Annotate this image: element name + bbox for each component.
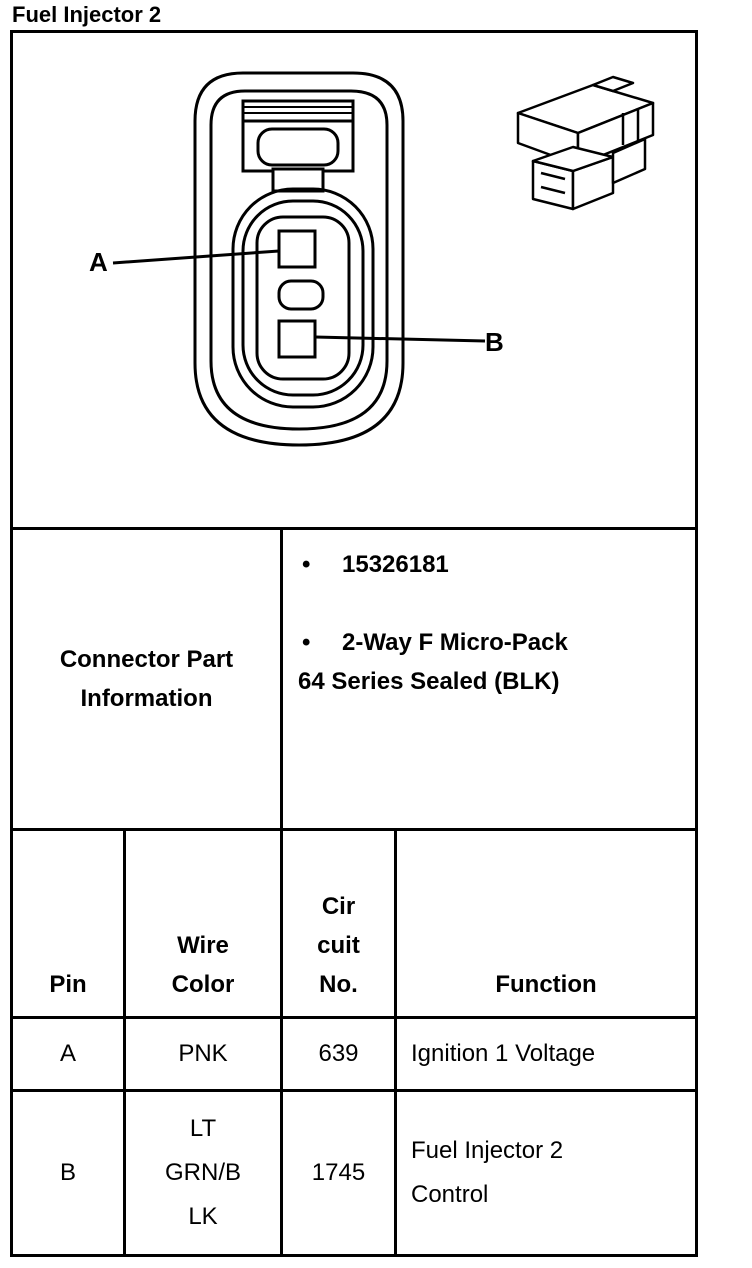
part-description-item: •2-Way F Micro-Pack [302, 629, 568, 656]
header-pin: Pin [49, 971, 87, 998]
part-number: 15326181 [342, 551, 449, 578]
seal-ring-middle [241, 199, 365, 397]
divider-row-a [13, 1089, 695, 1092]
pin-a-label: A [89, 247, 108, 277]
seal-ring-inner [255, 215, 351, 381]
row-a-pin: A [59, 1040, 76, 1067]
pin-b-cavity [277, 319, 317, 359]
divider-drawing [13, 527, 695, 530]
row-b-circuit: 1745 [311, 1159, 366, 1186]
row-a-function: Ignition 1 Voltage [411, 1040, 596, 1067]
row-b-function: Fuel Injector 2 Control [411, 1137, 564, 1208]
connector-sheet: A B Connector Part Information [10, 30, 698, 1257]
latch-top-band [241, 99, 355, 123]
page-title: Fuel Injector 2 [12, 2, 162, 27]
header-circuit-no: Cir cuit No. [317, 893, 360, 998]
connector-part-details: •15326181 •2-Way F Micro-Pack 64 Series … [298, 545, 693, 701]
header-function: Function [495, 971, 597, 998]
part-number-item: •15326181 [302, 551, 449, 578]
divider-col-circuit-left [280, 527, 283, 1254]
latch-window [256, 127, 340, 167]
connector-part-label-line2: Information [80, 685, 213, 712]
row-a-wire-color: PNK [178, 1040, 228, 1067]
row-b-wire-color: LT GRN/B LK [164, 1115, 241, 1230]
connector-part-label-line1: Connector Part [59, 646, 234, 673]
pin-b-label: B [485, 327, 504, 357]
header-wire-color: Wire Color [171, 932, 235, 998]
connector-face-diagram: A B [89, 71, 655, 447]
pin-a-cavity [277, 229, 317, 269]
leader-line-b [314, 335, 486, 343]
center-key [277, 279, 325, 311]
leader-line-a [112, 249, 280, 265]
connector-part-label: Connector Part Information [13, 530, 280, 828]
connector-housing-outline [193, 71, 405, 447]
divider-info [13, 828, 695, 831]
part-description-line1: 2-Way F Micro-Pack [342, 629, 568, 656]
divider-col-function [394, 828, 397, 1254]
connector-housing-inner-outline [209, 89, 389, 431]
latch-neck [271, 167, 325, 193]
part-description-line2: 64 Series Sealed (BLK) [298, 668, 560, 695]
row-b-pin: B [59, 1159, 76, 1186]
connector-isometric-icon [516, 75, 655, 211]
row-a-circuit: 639 [318, 1040, 359, 1067]
divider-col-pin [123, 828, 126, 1254]
seal-ring-outer [231, 187, 375, 409]
divider-header [13, 1016, 695, 1019]
